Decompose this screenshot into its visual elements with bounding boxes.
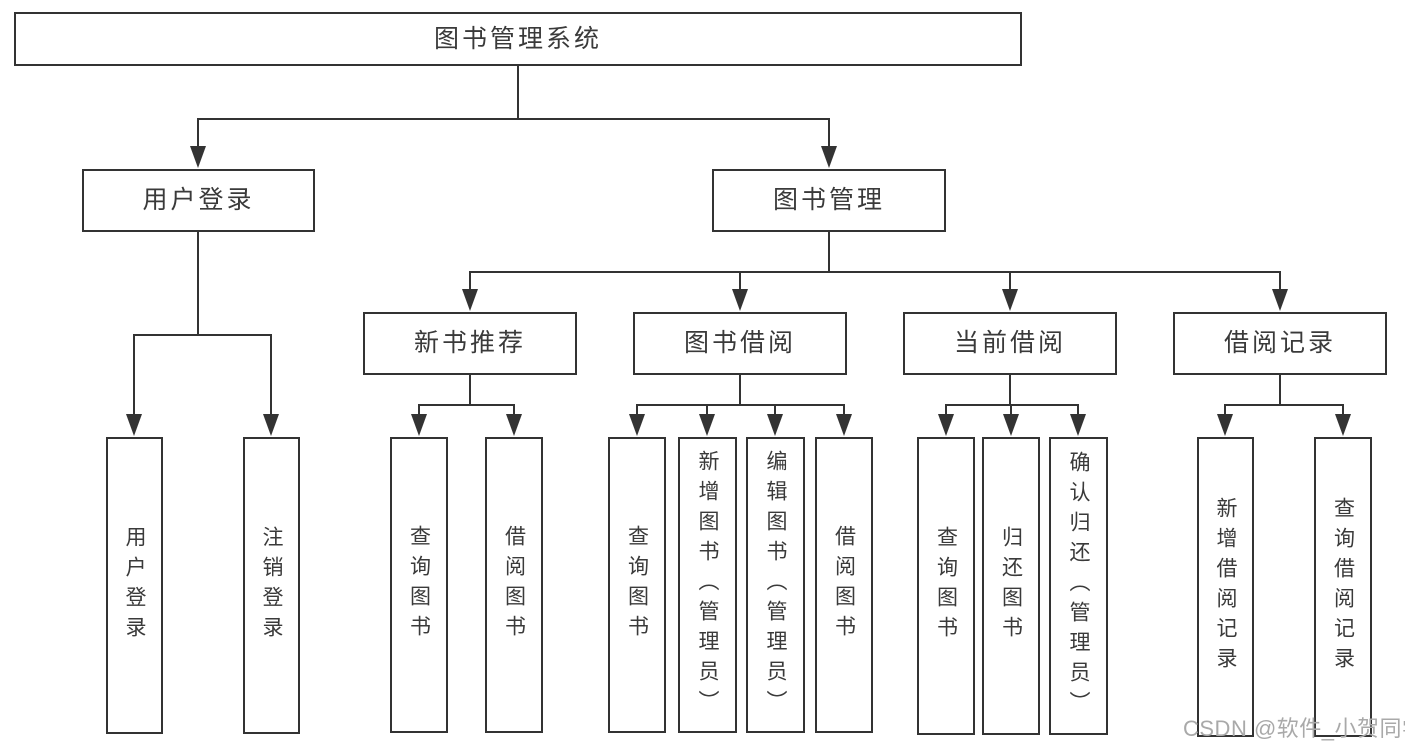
leaf-bb-edit-books-admin: 编辑图书（管理员） (746, 437, 805, 733)
connector-to-current-borrow (1009, 271, 1011, 291)
connector-to-book-mgmt (828, 118, 830, 150)
arrowhead (411, 414, 427, 436)
arrowhead (190, 146, 206, 168)
connector-split-level1 (197, 118, 830, 120)
arrowhead (263, 414, 279, 436)
connector-to-leaf (636, 404, 638, 418)
arrowhead (1002, 289, 1018, 311)
connector-to-leaf (133, 334, 135, 416)
leaf-logout: 注销登录 (243, 437, 300, 734)
leaf-br-query-record: 查询借阅记录 (1314, 437, 1372, 737)
arrowhead (462, 289, 478, 311)
leaf-bb-borrow-books: 借阅图书 (815, 437, 873, 733)
connector-borrow-records-stem (1279, 374, 1281, 406)
arrowhead (1272, 289, 1288, 311)
connector-to-leaf (418, 404, 420, 418)
node-borrow-records: 借阅记录 (1173, 312, 1387, 375)
connector-book-mgmt-stem (828, 231, 830, 273)
leaf-cb-query-books: 查询图书 (917, 437, 975, 735)
leaf-bb-add-books-admin: 新增图书（管理员） (678, 437, 737, 733)
connector-to-borrow-records (1279, 271, 1281, 291)
node-current-borrow: 当前借阅 (903, 312, 1117, 375)
arrowhead (767, 414, 783, 436)
leaf-cb-return-books: 归还图书 (982, 437, 1040, 735)
connector-to-leaf (1010, 404, 1012, 418)
connector-split-current-borrow (945, 404, 1079, 406)
arrowhead (699, 414, 715, 436)
leaf-nb-borrow-books: 借阅图书 (485, 437, 543, 733)
connector-user-login-stem (197, 231, 199, 336)
arrowhead (938, 414, 954, 436)
connector-to-leaf (945, 404, 947, 418)
arrowhead (1003, 414, 1019, 436)
arrowhead (1217, 414, 1233, 436)
node-root: 图书管理系统 (14, 12, 1022, 66)
connector-to-leaf (774, 404, 776, 418)
connector-to-leaf (1077, 404, 1079, 418)
watermark: CSDN @软件_小贺同学 (1183, 716, 1405, 741)
connector-book-borrow-stem (739, 374, 741, 406)
connector-to-leaf (270, 334, 272, 416)
arrowhead (821, 146, 837, 168)
connector-root-stem (517, 66, 519, 120)
arrowhead (836, 414, 852, 436)
connector-to-leaf (513, 404, 515, 418)
leaf-bb-query-books: 查询图书 (608, 437, 666, 733)
connector-to-leaf (1342, 404, 1344, 418)
connector-current-borrow-stem (1009, 374, 1011, 406)
connector-split-new-books (418, 404, 515, 406)
connector-to-new-books (469, 271, 471, 291)
node-book-mgmt: 图书管理 (712, 169, 946, 232)
connector-to-user-login (197, 118, 199, 150)
connector-to-book-borrow (739, 271, 741, 291)
connector-to-leaf (706, 404, 708, 418)
arrowhead (1335, 414, 1351, 436)
node-new-books: 新书推荐 (363, 312, 577, 375)
leaf-cb-confirm-return-admin: 确认归还（管理员） (1049, 437, 1108, 735)
connector-split-book-borrow (636, 404, 845, 406)
leaf-br-add-record: 新增借阅记录 (1197, 437, 1254, 737)
connector-split-borrow-records (1224, 404, 1344, 406)
connector-split-book-mgmt (469, 271, 1281, 273)
node-book-borrow: 图书借阅 (633, 312, 847, 375)
arrowhead (126, 414, 142, 436)
leaf-nb-query-books: 查询图书 (390, 437, 448, 733)
arrowhead (506, 414, 522, 436)
connector-new-books-stem (469, 374, 471, 406)
arrowhead (732, 289, 748, 311)
node-user-login: 用户登录 (82, 169, 315, 232)
leaf-user-login: 用户登录 (106, 437, 163, 734)
connector-to-leaf (1224, 404, 1226, 418)
arrowhead (629, 414, 645, 436)
arrowhead (1070, 414, 1086, 436)
connector-split-user-login (133, 334, 272, 336)
connector-to-leaf (843, 404, 845, 418)
